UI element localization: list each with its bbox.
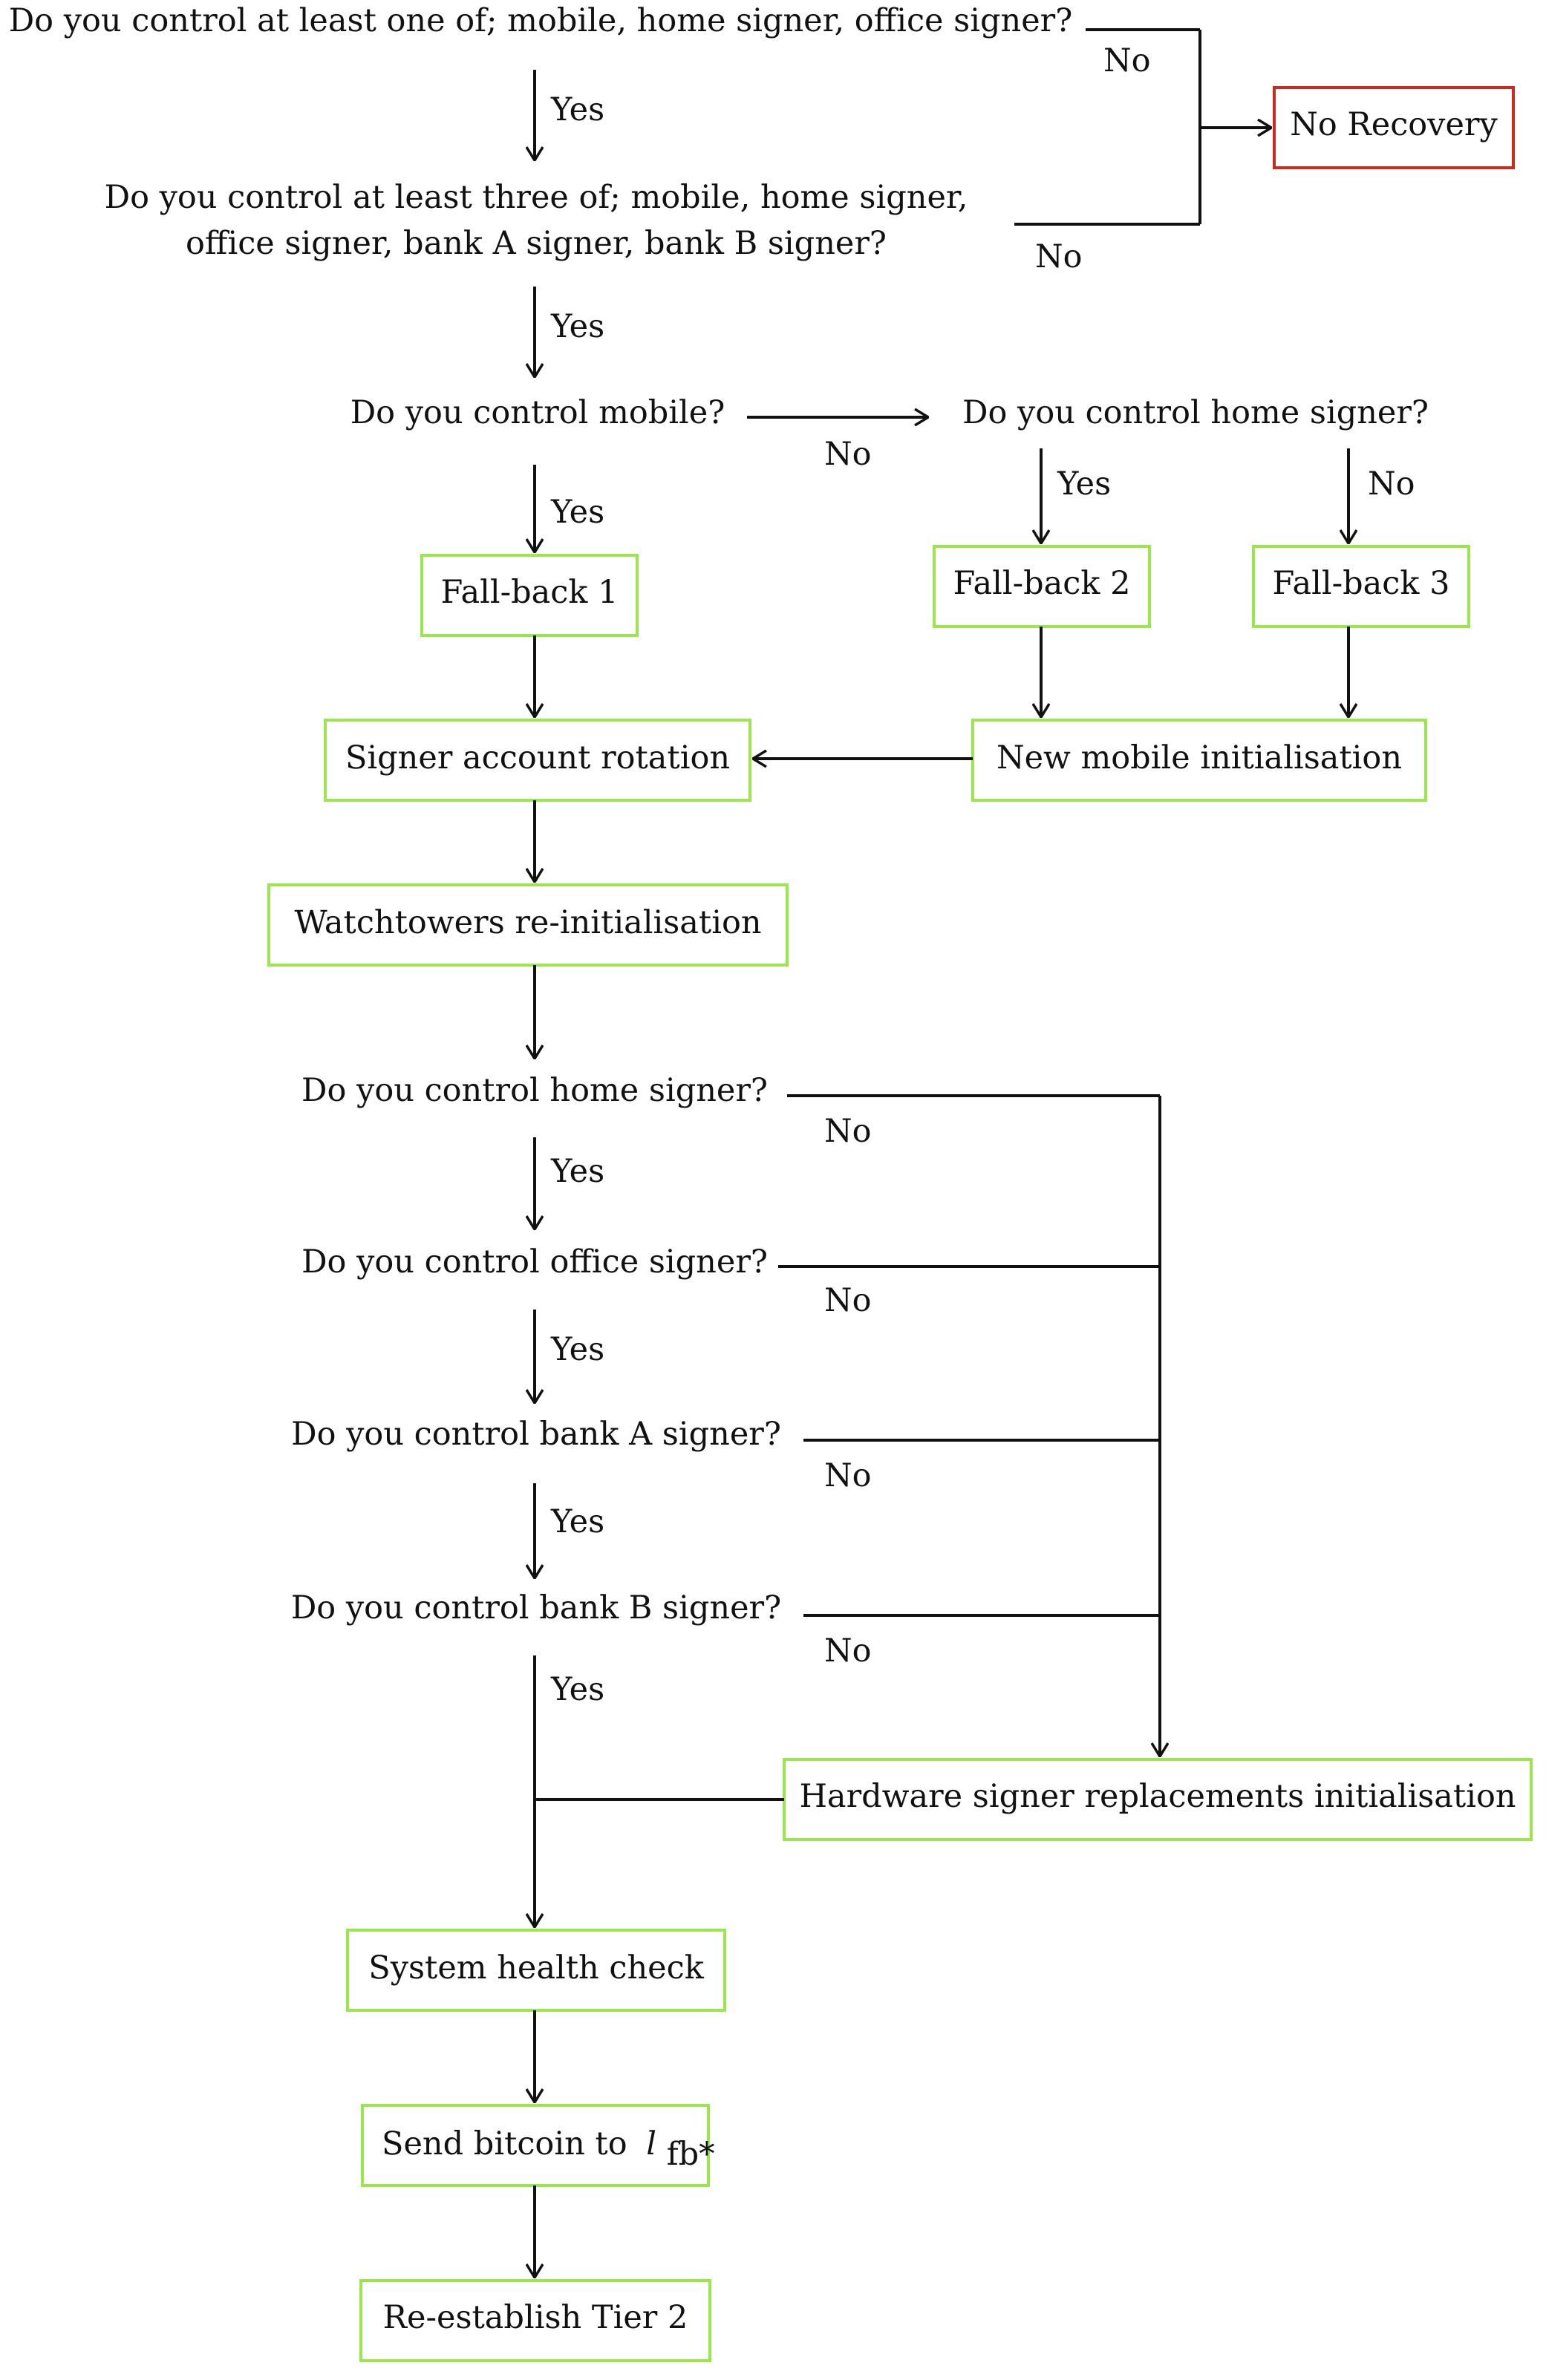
label-q2-no: No (1035, 238, 1083, 275)
label-q4-yes: Yes (1057, 465, 1111, 503)
system-health-check-box: System health check (346, 1929, 726, 2012)
label-q8-no: No (824, 1632, 872, 1670)
question-control-mobile: Do you control mobile? (350, 394, 725, 431)
label-q4-no: No (1368, 465, 1415, 503)
question-control-bank-b-signer: Do you control bank B signer? (291, 1589, 781, 1627)
system-health-check-label: System health check (368, 1949, 704, 1987)
question-control-home-signer-top: Do you control home signer? (962, 394, 1429, 431)
question-at-least-three-line2: office signer, bank A signer, bank B sig… (186, 225, 887, 262)
signer-account-rotation-label: Signer account rotation (345, 739, 730, 777)
send-bitcoin-label: Send bitcoin to l fb* (382, 2125, 715, 2173)
new-mobile-initialisation-box: New mobile initialisation (971, 719, 1427, 802)
fallback-1-border (420, 554, 639, 637)
hardware-signer-replacements-box: Hardware signer replacements initialisat… (783, 1758, 1533, 1841)
label-q5-no: No (824, 1113, 872, 1150)
label-q3-no: No (824, 436, 872, 473)
fallback-2-box: Fall-back 2 (933, 545, 1151, 628)
fallback-3-label: Fall-back 3 (1273, 565, 1450, 602)
label-q6-no: No (824, 1282, 872, 1319)
no-recovery-box: No Recovery (1273, 86, 1515, 169)
watchtowers-reinitialisation-box: Watchtowers re-initialisation (267, 883, 789, 967)
question-control-office-signer: Do you control office signer? (301, 1243, 768, 1281)
no-recovery-label: No Recovery (1290, 106, 1498, 143)
send-bitcoin-variable: l (646, 2125, 656, 2162)
label-q1-no: No (1103, 42, 1151, 79)
no-recovery-box-border (1273, 86, 1515, 169)
send-bitcoin-text: Send bitcoin to (382, 2125, 627, 2162)
reestablish-tier2-border (359, 2279, 711, 2362)
label-q6-yes: Yes (550, 1331, 604, 1368)
label-q3-yes: Yes (550, 494, 604, 531)
hardware-signer-replacements-label: Hardware signer replacements initialisat… (799, 1778, 1516, 1815)
fallback-3-border (1252, 545, 1470, 628)
question-control-home-signer: Do you control home signer? (301, 1072, 768, 1109)
label-q7-yes: Yes (550, 1503, 604, 1540)
watchtowers-reinitialisation-border (267, 883, 789, 967)
label-q2-yes: Yes (550, 308, 604, 345)
new-mobile-initialisation-label: New mobile initialisation (997, 739, 1402, 777)
signer-account-rotation-box: Signer account rotation (324, 719, 751, 802)
fallback-1-box: Fall-back 1 (420, 554, 639, 637)
fallback-1-label: Fall-back 1 (441, 574, 619, 611)
signer-account-rotation-border (324, 719, 751, 802)
question-control-bank-a-signer: Do you control bank A signer? (291, 1416, 781, 1453)
label-q5-yes: Yes (550, 1153, 604, 1190)
reestablish-tier2-box: Re-establish Tier 2 (359, 2279, 711, 2362)
question-at-least-three-line1: Do you control at least three of; mobile… (105, 179, 968, 216)
send-bitcoin-subscript: fb* (667, 2136, 715, 2173)
label-q1-yes: Yes (550, 91, 604, 128)
label-q8-yes: Yes (550, 1671, 604, 1708)
fallback-3-box: Fall-back 3 (1252, 545, 1470, 628)
reestablish-tier2-label: Re-establish Tier 2 (383, 2299, 688, 2336)
fallback-2-label: Fall-back 2 (953, 565, 1131, 602)
watchtowers-reinitialisation-label: Watchtowers re-initialisation (294, 904, 761, 941)
send-bitcoin-box: Send bitcoin to l fb* (361, 2104, 715, 2187)
label-q7-no: No (824, 1457, 872, 1494)
send-bitcoin-border (361, 2104, 710, 2187)
question-any-one-device: Do you control at least one of; mobile, … (9, 2, 1073, 39)
